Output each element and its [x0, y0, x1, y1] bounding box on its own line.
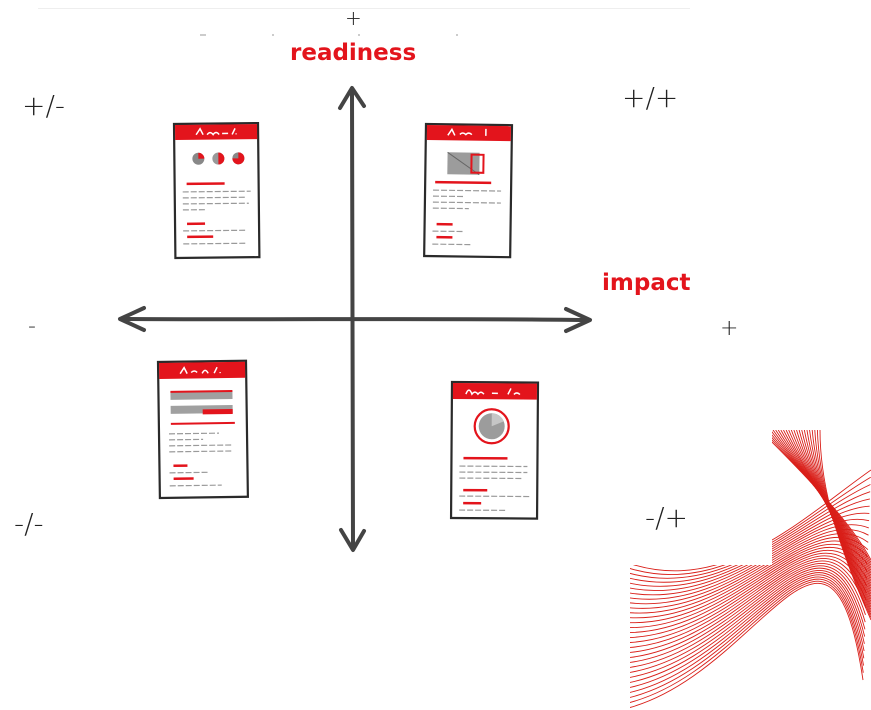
- wave-line: [630, 550, 868, 639]
- horizontal-axis-minus-sign: -: [28, 314, 36, 339]
- quadrant-label-bottom-right: -/+: [645, 501, 688, 534]
- wave-line: [630, 565, 866, 670]
- wave-line: [630, 558, 867, 654]
- wave-line: [630, 574, 865, 690]
- horizontal-axis: [118, 306, 592, 333]
- sketch-card-top-right: [423, 122, 514, 259]
- sketch-card-bottom-right: [449, 380, 540, 520]
- wave-line: [630, 572, 865, 685]
- wave-line: [630, 567, 866, 675]
- vertical-axis-plus-sign: +: [345, 6, 362, 30]
- quadrant-label-top-left: +/-: [22, 89, 65, 122]
- sketch-card-top-left: [172, 122, 261, 260]
- wave-line: [630, 569, 866, 680]
- top-divider-line: [38, 8, 690, 9]
- wave-line: [630, 582, 864, 710]
- quadrant-label-top-right: +/+: [622, 81, 679, 114]
- wave-line: [630, 578, 864, 701]
- quadrant-label-bottom-left: -/-: [14, 507, 44, 540]
- wave-line: [630, 547, 868, 633]
- wave-line: [630, 576, 865, 695]
- wave-line: [630, 555, 867, 649]
- horizontal-axis-title: impact: [602, 270, 691, 296]
- vertical-axis-title: readiness: [290, 40, 417, 66]
- sketch-card-bottom-left: [156, 359, 250, 500]
- wave-line: [630, 562, 866, 664]
- wave-line: [819, 430, 871, 621]
- horizontal-axis-plus-sign: +: [720, 316, 739, 341]
- decorative-red-wave-lines: [630, 430, 871, 710]
- wave-line: [630, 580, 864, 706]
- wave-line: [630, 560, 867, 659]
- wave-line: [630, 552, 867, 644]
